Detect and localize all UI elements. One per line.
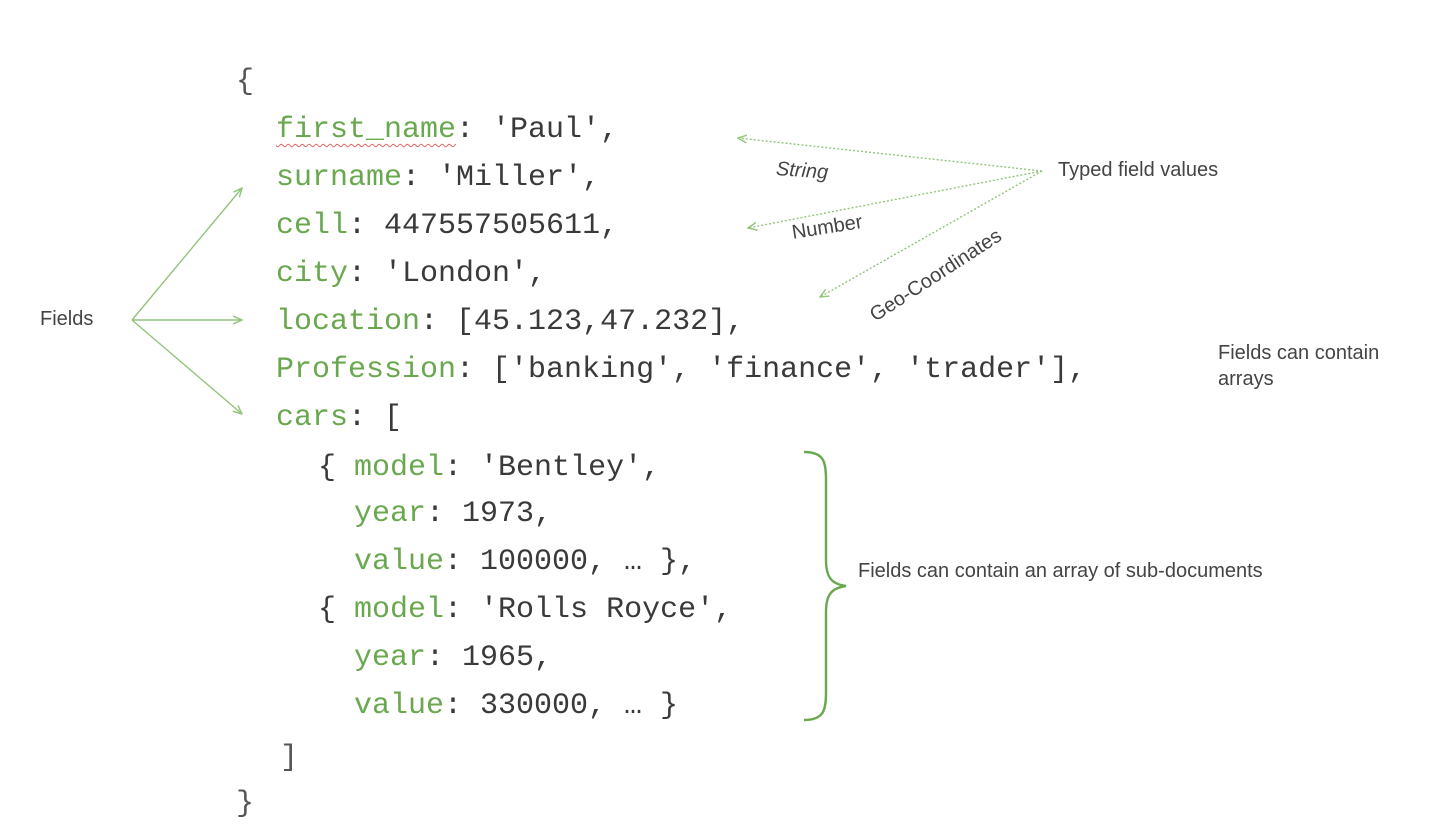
key-car2-year: year (354, 641, 427, 675)
label-fields-contain-subdocs: Fields can contain an array of sub-docum… (858, 560, 1263, 582)
line-car1-model: { model: 'Bentley', (318, 451, 661, 485)
line-car2-value: value: 330000, … } (354, 689, 679, 723)
key-first-name: first_name (276, 113, 457, 147)
key-car1-year: year (354, 497, 427, 531)
arrow-fields-up (131, 188, 242, 321)
key-car2-value: value (354, 689, 445, 723)
value-surname: 'Miller', (438, 161, 601, 195)
value-cell: 447557505611, (384, 209, 619, 243)
label-geo-coordinates: Geo-Coordinates (866, 224, 1006, 327)
key-car2-model: model (354, 593, 445, 627)
line-car2-year: year: 1965, (354, 641, 553, 675)
key-cars: cars (276, 401, 349, 435)
value-car1-model: 'Bentley', (480, 451, 661, 485)
line-car1-year: year: 1973, (354, 497, 553, 531)
value-first-name: 'Paul', (492, 113, 619, 147)
label-fields-contain-arrays: Fields can contain arrays (1218, 342, 1380, 390)
line-profession: Profession: ['banking', 'finance', 'trad… (276, 353, 1087, 387)
line-car2-model: { model: 'Rolls Royce', (318, 593, 733, 627)
value-car1-year: 1973, (462, 497, 553, 531)
value-car2-value: 330000, … } (480, 689, 679, 723)
key-profession: Profession (276, 353, 457, 387)
open-brace: { (236, 65, 255, 99)
line-first-name: first_name: 'Paul', (276, 113, 619, 147)
line-city: city: 'London', (276, 257, 547, 291)
value-location: [45.123,47.232], (456, 305, 745, 339)
label-fields: Fields (40, 308, 94, 330)
key-cell: cell (276, 209, 349, 243)
key-location: location (276, 305, 421, 339)
value-city: 'London', (384, 257, 547, 291)
line-cell: cell: 447557505611, (276, 209, 619, 243)
subdocs-curly-brace (803, 450, 847, 722)
line-car1-value: value: 100000, … }, (354, 545, 697, 579)
value-car2-year: 1965, (462, 641, 553, 675)
value-car2-model: 'Rolls Royce', (480, 593, 733, 627)
line-surname: surname: 'Miller', (276, 161, 601, 195)
value-cars-open: [ (384, 401, 403, 435)
label-number: Number (790, 211, 864, 244)
key-car1-value: value (354, 545, 445, 579)
label-string: String (775, 158, 829, 184)
close-bracket: ] (280, 741, 299, 775)
arrow-fields-down (131, 319, 242, 414)
line-cars: cars: [ (276, 401, 403, 435)
value-profession: ['banking', 'finance', 'trader'], (492, 353, 1087, 387)
key-city: city (276, 257, 349, 291)
key-car1-model: model (354, 451, 445, 485)
value-car1-value: 100000, … }, (480, 545, 697, 579)
label-typed-field-values: Typed field values (1058, 159, 1219, 181)
key-surname: surname (276, 161, 403, 195)
close-brace: } (236, 787, 255, 821)
line-location: location: [45.123,47.232], (276, 305, 745, 339)
